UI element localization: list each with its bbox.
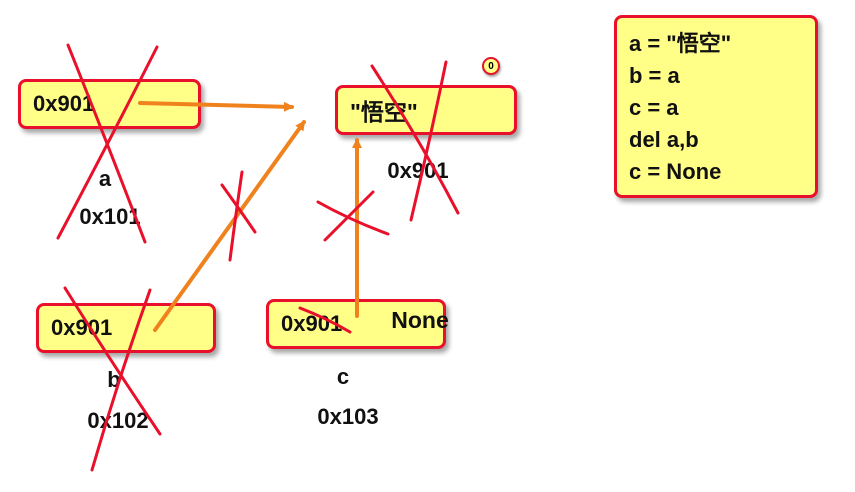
var-a-value: 0x901 — [33, 91, 95, 116]
string-object-box: "悟空" — [335, 85, 517, 135]
var-b-value: 0x901 — [51, 315, 113, 340]
var-a-box: 0x901 — [18, 79, 201, 129]
var-c-address: 0x103 — [317, 404, 379, 429]
code-line: c = None — [629, 159, 722, 184]
var-b-box: 0x901 — [36, 303, 216, 353]
string-object-address: 0x901 — [387, 158, 449, 183]
code-line: a = "悟空" — [629, 31, 732, 56]
code-line: c = a — [629, 95, 679, 120]
code-line: b = a — [629, 63, 680, 88]
code-line: del a,b — [629, 127, 699, 152]
var-a-name: a — [98, 166, 112, 191]
refcount-badge: 0 — [482, 57, 500, 75]
code-box: a = "悟空" b = a c = a del a,b c = None — [614, 15, 818, 198]
var-c-new-value: None — [391, 307, 449, 333]
cross-arrow-c-2 — [323, 190, 375, 242]
var-c-name: c — [336, 364, 350, 389]
var-a-address: 0x101 — [79, 204, 141, 229]
string-object-value: "悟空" — [350, 99, 418, 125]
cross-arrow-c-1 — [316, 200, 390, 236]
var-c-value: 0x901 — [281, 311, 343, 336]
var-b-name: b — [107, 367, 121, 392]
cross-arrow-b-1 — [220, 183, 257, 234]
cross-arrow-b-2 — [228, 170, 244, 262]
var-b-address: 0x102 — [87, 408, 149, 433]
